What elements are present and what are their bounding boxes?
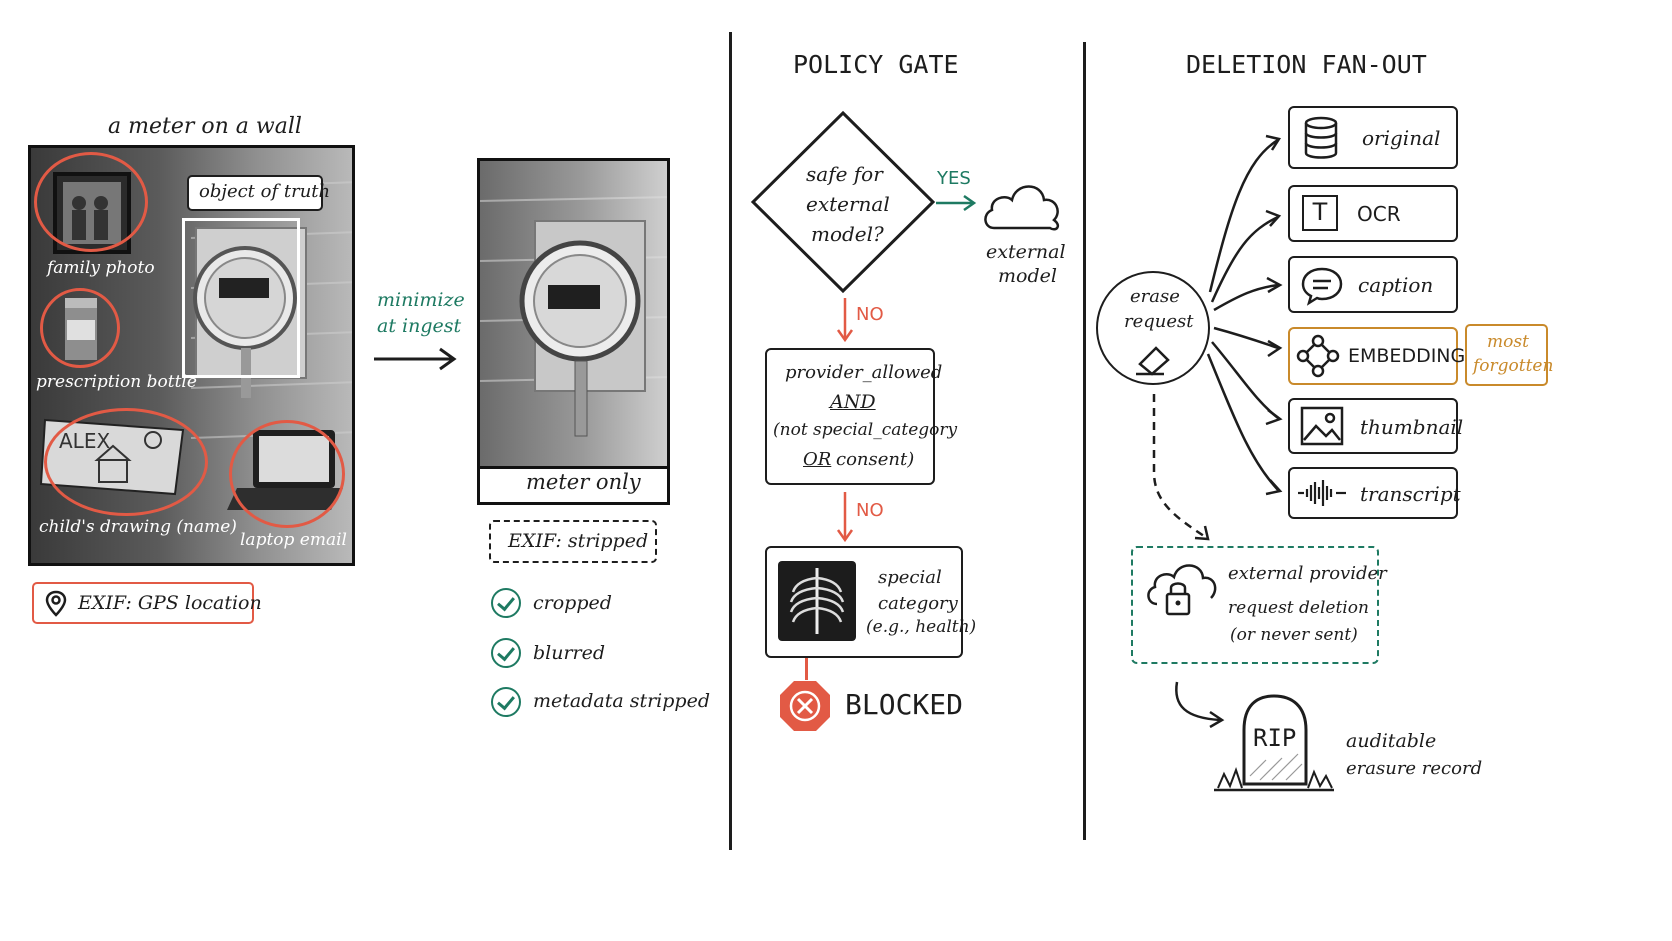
callout-label: object of truth [199,181,331,202]
no-label-2: NO [856,500,884,521]
tombstone-icon [1214,694,1334,792]
blocked-icon [780,681,830,731]
target-transcript [1288,467,1458,519]
target-original-label: original [1362,126,1441,150]
laptop-email-label: laptop email [240,530,347,550]
exif-gps-label: EXIF: GPS location [78,592,262,614]
minimize-label-1: minimize [377,289,465,311]
prescription-bottle-label: prescription bottle [36,372,197,392]
external-model-line-1: external [986,241,1066,263]
decision-line-1: safe for [806,162,883,186]
special-line-1: special [878,567,942,588]
yes-arrow [936,194,977,212]
meter-only-caption: meter only [526,470,641,494]
most-forgotten-note [1465,324,1548,386]
metadata-check-icon [491,687,521,717]
target-ocr [1288,185,1458,242]
provider-line-1: external provider [1228,563,1387,584]
special-line-2: category [878,593,958,614]
rip-label: RIP [1253,724,1297,752]
divider-right [1083,42,1086,840]
ocr-text-icon: T [1302,195,1338,231]
cropped-meter-illustration [480,196,667,437]
record-line-2: erasure record [1346,758,1483,779]
exif-gps-box [32,582,254,624]
external-model-line-2: model [998,265,1057,287]
deletion-heading: DELETION FAN-OUT [1186,50,1427,79]
family-photo-label: family photo [47,258,155,278]
provider-line-3: (or never sent) [1230,625,1358,645]
childs-drawing-label: child's drawing (name) [39,517,237,537]
blocked-connector [805,658,808,680]
tombstone-arrow [1175,681,1225,728]
eraser-icon [1136,346,1170,376]
target-transcript-label: transcript [1360,482,1461,506]
external-provider-box [1131,546,1379,664]
cloud-icon [984,185,1060,231]
exif-stripped-box [489,520,657,563]
special-line-3: (e.g., health) [866,617,977,637]
rule-line-3: (not special_category [773,420,958,440]
image-icon [1300,406,1344,446]
blurred-check-icon [491,638,521,668]
provider-line-2: request deletion [1228,598,1369,618]
provider-rule-box [765,348,935,485]
exif-stripped-label: EXIF: stripped [508,530,649,552]
family-photo-circle [34,152,148,252]
no-label-1: NO [856,304,884,325]
xray-icon [778,561,856,641]
erase-line-2: request [1124,311,1194,332]
rule-consent: consent) [836,449,915,470]
location-pin-icon [45,590,67,617]
embedding-graph-icon [1296,334,1340,378]
target-embedding-label: EMBEDDING [1348,345,1466,367]
laptop-email-circle [229,420,345,528]
provider-dashed-arrow [1152,394,1210,541]
check-blurred: blurred [533,642,606,664]
left-title: a meter on a wall [108,114,302,139]
prescription-bottle-circle [40,288,120,368]
target-thumbnail-label: thumbnail [1360,415,1464,439]
erase-request-circle [1096,271,1210,385]
fanout-arrows [1206,134,1283,496]
speech-bubble-icon [1301,267,1343,306]
rule-and: AND [830,391,876,413]
no-arrow-1 [836,298,854,343]
decision-diamond [750,110,936,294]
divider-left [729,32,732,850]
audio-waveform-icon [1298,480,1346,506]
cloud-lock-icon [1147,564,1217,616]
record-line-1: auditable [1346,730,1437,752]
policy-gate-heading: POLICY GATE [793,50,959,79]
rule-or: OR [803,449,832,470]
no-arrow-2 [836,492,854,543]
meter-selection-box [182,218,300,378]
decision-line-3: model? [811,222,884,246]
cropped-check-icon [491,588,521,618]
database-icon [1304,116,1338,159]
erase-line-1: erase [1130,286,1180,307]
minimize-label-2: at ingest [377,315,462,337]
check-metadata: metadata stripped [533,690,710,712]
decision-line-2: external [806,192,890,216]
target-ocr-label: OCR [1357,202,1401,226]
ingest-arrow [374,347,457,371]
target-caption [1288,256,1458,313]
check-cropped: cropped [533,592,612,614]
object-of-truth-callout [187,175,323,211]
rule-line-1: provider_allowed [785,362,943,383]
target-caption-label: caption [1358,273,1434,297]
note-line-1: most [1487,332,1529,352]
meter-only-caption-bar [480,466,667,502]
blocked-label: BLOCKED [845,688,964,721]
childs-drawing-circle [44,408,208,516]
yes-label: YES [937,168,971,189]
cropped-meter-photo [477,158,670,505]
note-line-2: forgotten [1473,356,1554,376]
